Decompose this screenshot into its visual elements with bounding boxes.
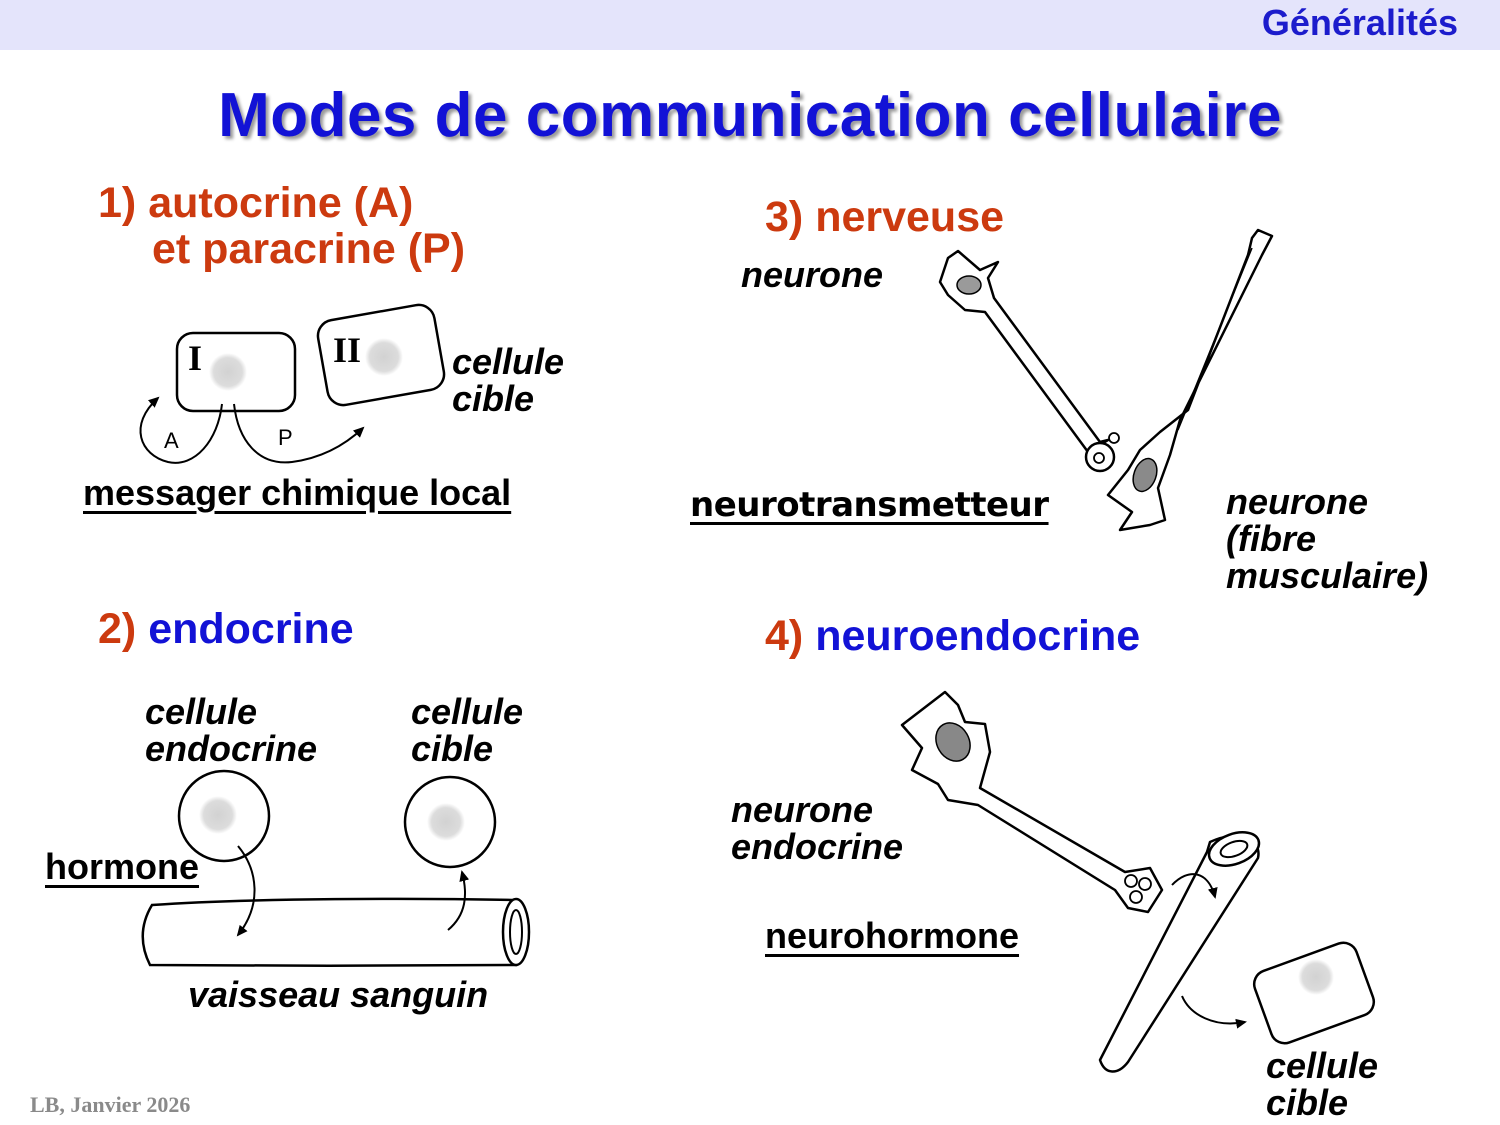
label-line: cellule xyxy=(411,691,524,732)
nervous-target-label: neurone (fibre musculaire) xyxy=(1226,483,1428,594)
neuron-top-nucleus xyxy=(956,275,982,295)
page-title: Modes de communication cellulaire xyxy=(218,81,1282,150)
label-line: musculaire) xyxy=(1226,555,1429,596)
arrow-P-label: P xyxy=(278,425,293,450)
heading-number: 3) xyxy=(765,193,804,241)
footer-credit: LB, Janvier 2026 xyxy=(30,1092,191,1117)
messenger-label: messager chimique local xyxy=(83,472,512,513)
heading-autocrine-line2: et paracrine (P) xyxy=(152,225,466,273)
endocrine-cell-label: cellule endocrine xyxy=(145,693,317,767)
neurotransmitter-label: neurotransmetteur xyxy=(690,485,1049,525)
heading-number: 1) xyxy=(98,179,137,227)
label-line: (fibre xyxy=(1226,518,1316,559)
heading-number: 4) xyxy=(765,612,804,660)
neuroendocrine-diagram xyxy=(900,690,1376,1073)
autocrine-arrow xyxy=(139,396,223,464)
neurohormone-arrow-in xyxy=(1171,873,1218,899)
endocrine-target-label: cellule cible xyxy=(411,693,523,767)
heading-word: neuroendocrine xyxy=(815,612,1141,660)
label-line: endocrine xyxy=(145,728,318,769)
endocrine-neuron xyxy=(900,690,1164,914)
blood-vessel xyxy=(141,897,518,967)
neuroendocrine-target-label: cellule cible xyxy=(1266,1047,1378,1121)
label-line: cible xyxy=(1266,1082,1349,1123)
paracrine-arrow xyxy=(233,403,365,464)
label-line: neurone xyxy=(1226,481,1369,522)
label-line: cible xyxy=(411,728,494,769)
hormone-label: hormone xyxy=(45,846,200,887)
label-line: cellule xyxy=(1266,1045,1379,1086)
heading-word: endocrine xyxy=(148,605,354,653)
target-neuron-nucleus xyxy=(1132,457,1158,493)
cell-II-label: II xyxy=(333,330,361,370)
endocrine-neuron-label: neurone endocrine xyxy=(731,791,903,865)
neuron-top xyxy=(938,249,1110,454)
neuron-top-label: neurone xyxy=(741,254,884,295)
heading-word: nerveuse xyxy=(815,193,1005,241)
target-neuron xyxy=(1106,228,1274,532)
autocrine-target-label: cellule cible xyxy=(452,343,564,417)
heading-endocrine: 2) endocrine xyxy=(98,606,354,652)
heading-autocrine: 1) autocrine (A) xyxy=(98,180,413,226)
heading-line1: autocrine (A) xyxy=(148,179,414,227)
endocrine-diagram xyxy=(141,769,531,967)
arrow-A-label: A xyxy=(164,428,179,453)
label-line: cible xyxy=(452,378,535,419)
endocrine-neuron-nucleus xyxy=(935,722,971,762)
label-line: endocrine xyxy=(731,826,904,867)
cell-II-nucleus xyxy=(365,338,403,376)
heading-neuroendocrine: 4) neuroendocrine xyxy=(765,613,1140,659)
label-line: neurone xyxy=(731,789,874,830)
cell-I-label: I xyxy=(188,338,202,378)
autocrine-diagram: I II A P xyxy=(139,303,446,464)
hormone-arrow-up xyxy=(447,870,470,931)
heading-number: 2) xyxy=(98,605,137,653)
endocrine-cell-nucleus xyxy=(199,796,237,834)
hormone-arrow-down xyxy=(236,845,256,937)
label-line: cellule xyxy=(145,691,258,732)
neurohormone-arrow-out xyxy=(1181,995,1247,1029)
nervous-diagram xyxy=(938,228,1274,532)
section-label: Généralités xyxy=(1261,2,1458,43)
target-cell-nucleus xyxy=(427,803,465,841)
label-line: cellule xyxy=(452,341,565,382)
heading-nervous: 3) nerveuse xyxy=(765,194,1004,240)
cell-I-nucleus xyxy=(209,353,247,391)
neurohormone-label: neurohormone xyxy=(765,915,1020,956)
vessel-label: vaisseau sanguin xyxy=(188,974,489,1015)
header-bar xyxy=(0,0,1500,50)
